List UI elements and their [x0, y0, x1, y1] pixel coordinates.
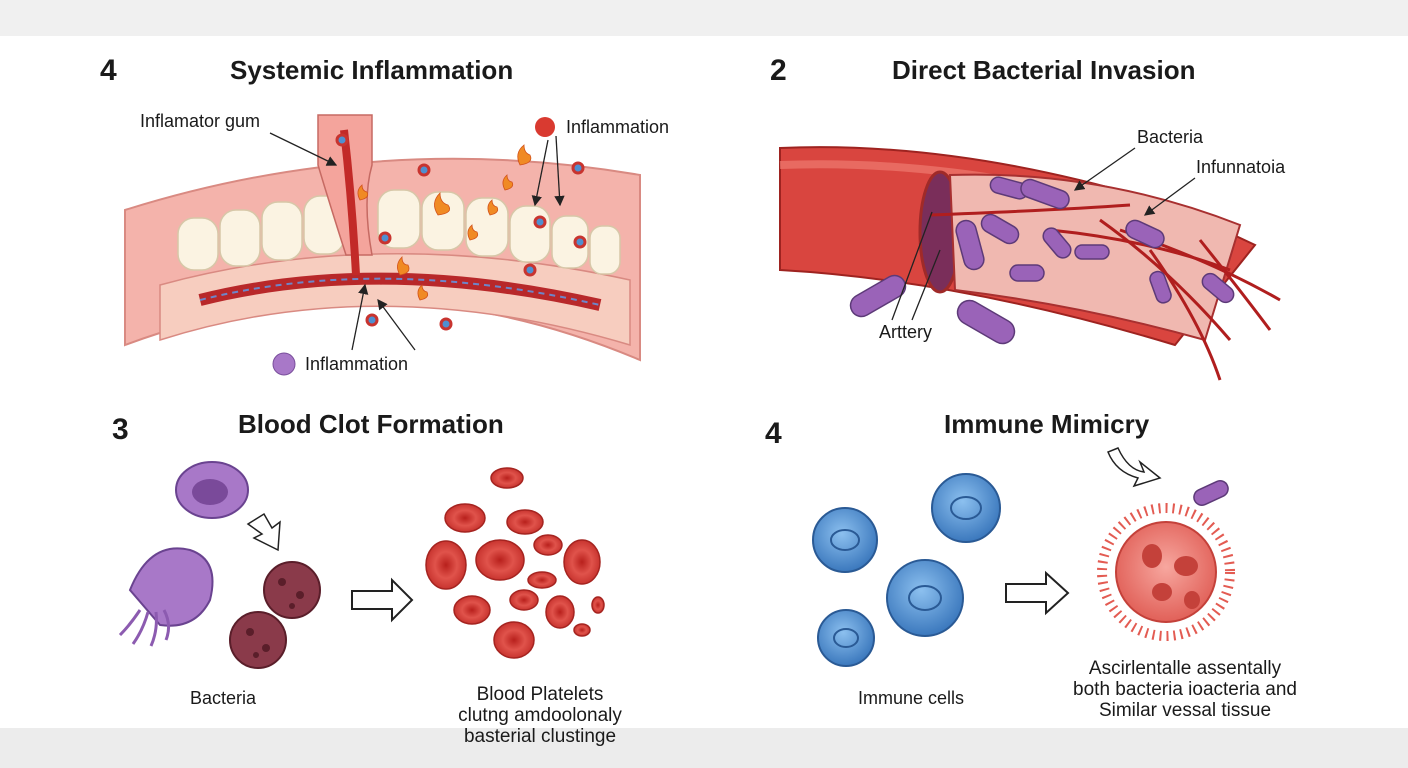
panel-1-title: Systemic Inflammation — [230, 55, 514, 85]
panel-2-label-bacteria: Bacteria — [1137, 127, 1204, 147]
inflammation-purple-dot — [272, 352, 296, 376]
panel-3-illustration — [118, 461, 605, 669]
bacterium-flagellate — [128, 547, 214, 627]
panel-2-number: 2 — [770, 54, 787, 87]
panel-4-label-immune-cells: Immune cells — [858, 688, 965, 708]
panel-2-label-artery: Arttery — [879, 322, 933, 342]
gum-lower-band — [159, 253, 631, 347]
bottom-band — [0, 728, 1408, 768]
panel-4-number: 4 — [765, 417, 782, 450]
panel-2-illustration — [779, 146, 1281, 381]
panel-3-label-bacteria: Bacteria — [190, 688, 257, 708]
vertical-vessel — [317, 114, 373, 256]
infected-cell-2 — [229, 611, 287, 669]
panel-4-title: Immune Mimicry — [944, 409, 1150, 439]
panel-4-caption-line-1: Ascirlentalle assentally — [1088, 658, 1282, 679]
mimicry-arrow-curved — [1107, 447, 1162, 488]
mimicry-arrow — [1005, 570, 1070, 616]
teeth — [177, 189, 621, 275]
bacteria-rods — [849, 176, 1235, 345]
panel-1-label-inflamator-gum: Inflamator gum — [140, 111, 261, 131]
panel-3-number: 3 — [112, 413, 129, 446]
spiky-red-cell — [1097, 503, 1235, 641]
panel-3-caption-line-2: clutng amdoolonaly — [458, 705, 622, 726]
panel-4-caption-line-2: both bacteria ioacteria and — [1073, 679, 1297, 700]
panel-1-number: 4 — [100, 54, 117, 87]
panel-2-title: Direct Bacterial Invasion — [892, 55, 1196, 85]
panel-3-caption-line-3: basterial clustinge — [463, 726, 617, 747]
small-arrow — [246, 512, 281, 552]
panel-4-illustration — [812, 447, 1235, 667]
panel-3-caption: Blood Platelets clutng amdoolonaly baste… — [430, 684, 650, 747]
panel-4-caption-line-3: Similar vessal tissue — [1098, 700, 1272, 721]
flames — [357, 144, 532, 301]
panel-3-title: Blood Clot Formation — [238, 409, 504, 439]
panel-3-caption-line-1: Blood Platelets — [476, 684, 604, 705]
clot-arrow — [351, 577, 414, 623]
panel-1-label-inflammation-bottom: Inflammation — [305, 354, 409, 374]
panel-1-label-inflammation-top: Inflammation — [566, 117, 670, 137]
bacterium-rod-small — [1193, 480, 1229, 506]
molecules — [335, 133, 587, 331]
panel-1-illustration — [124, 114, 641, 376]
artery-branches — [929, 203, 1281, 381]
immune-cells — [812, 473, 1001, 667]
infected-cell-1 — [263, 561, 321, 619]
red-blood-cells — [425, 467, 605, 659]
panel-2-label-infunnatoia: Infunnatoia — [1196, 157, 1286, 177]
panel-4-caption: Ascirlentalle assentally both bacteria i… — [1060, 658, 1310, 721]
inflammation-red-dot — [535, 117, 555, 137]
